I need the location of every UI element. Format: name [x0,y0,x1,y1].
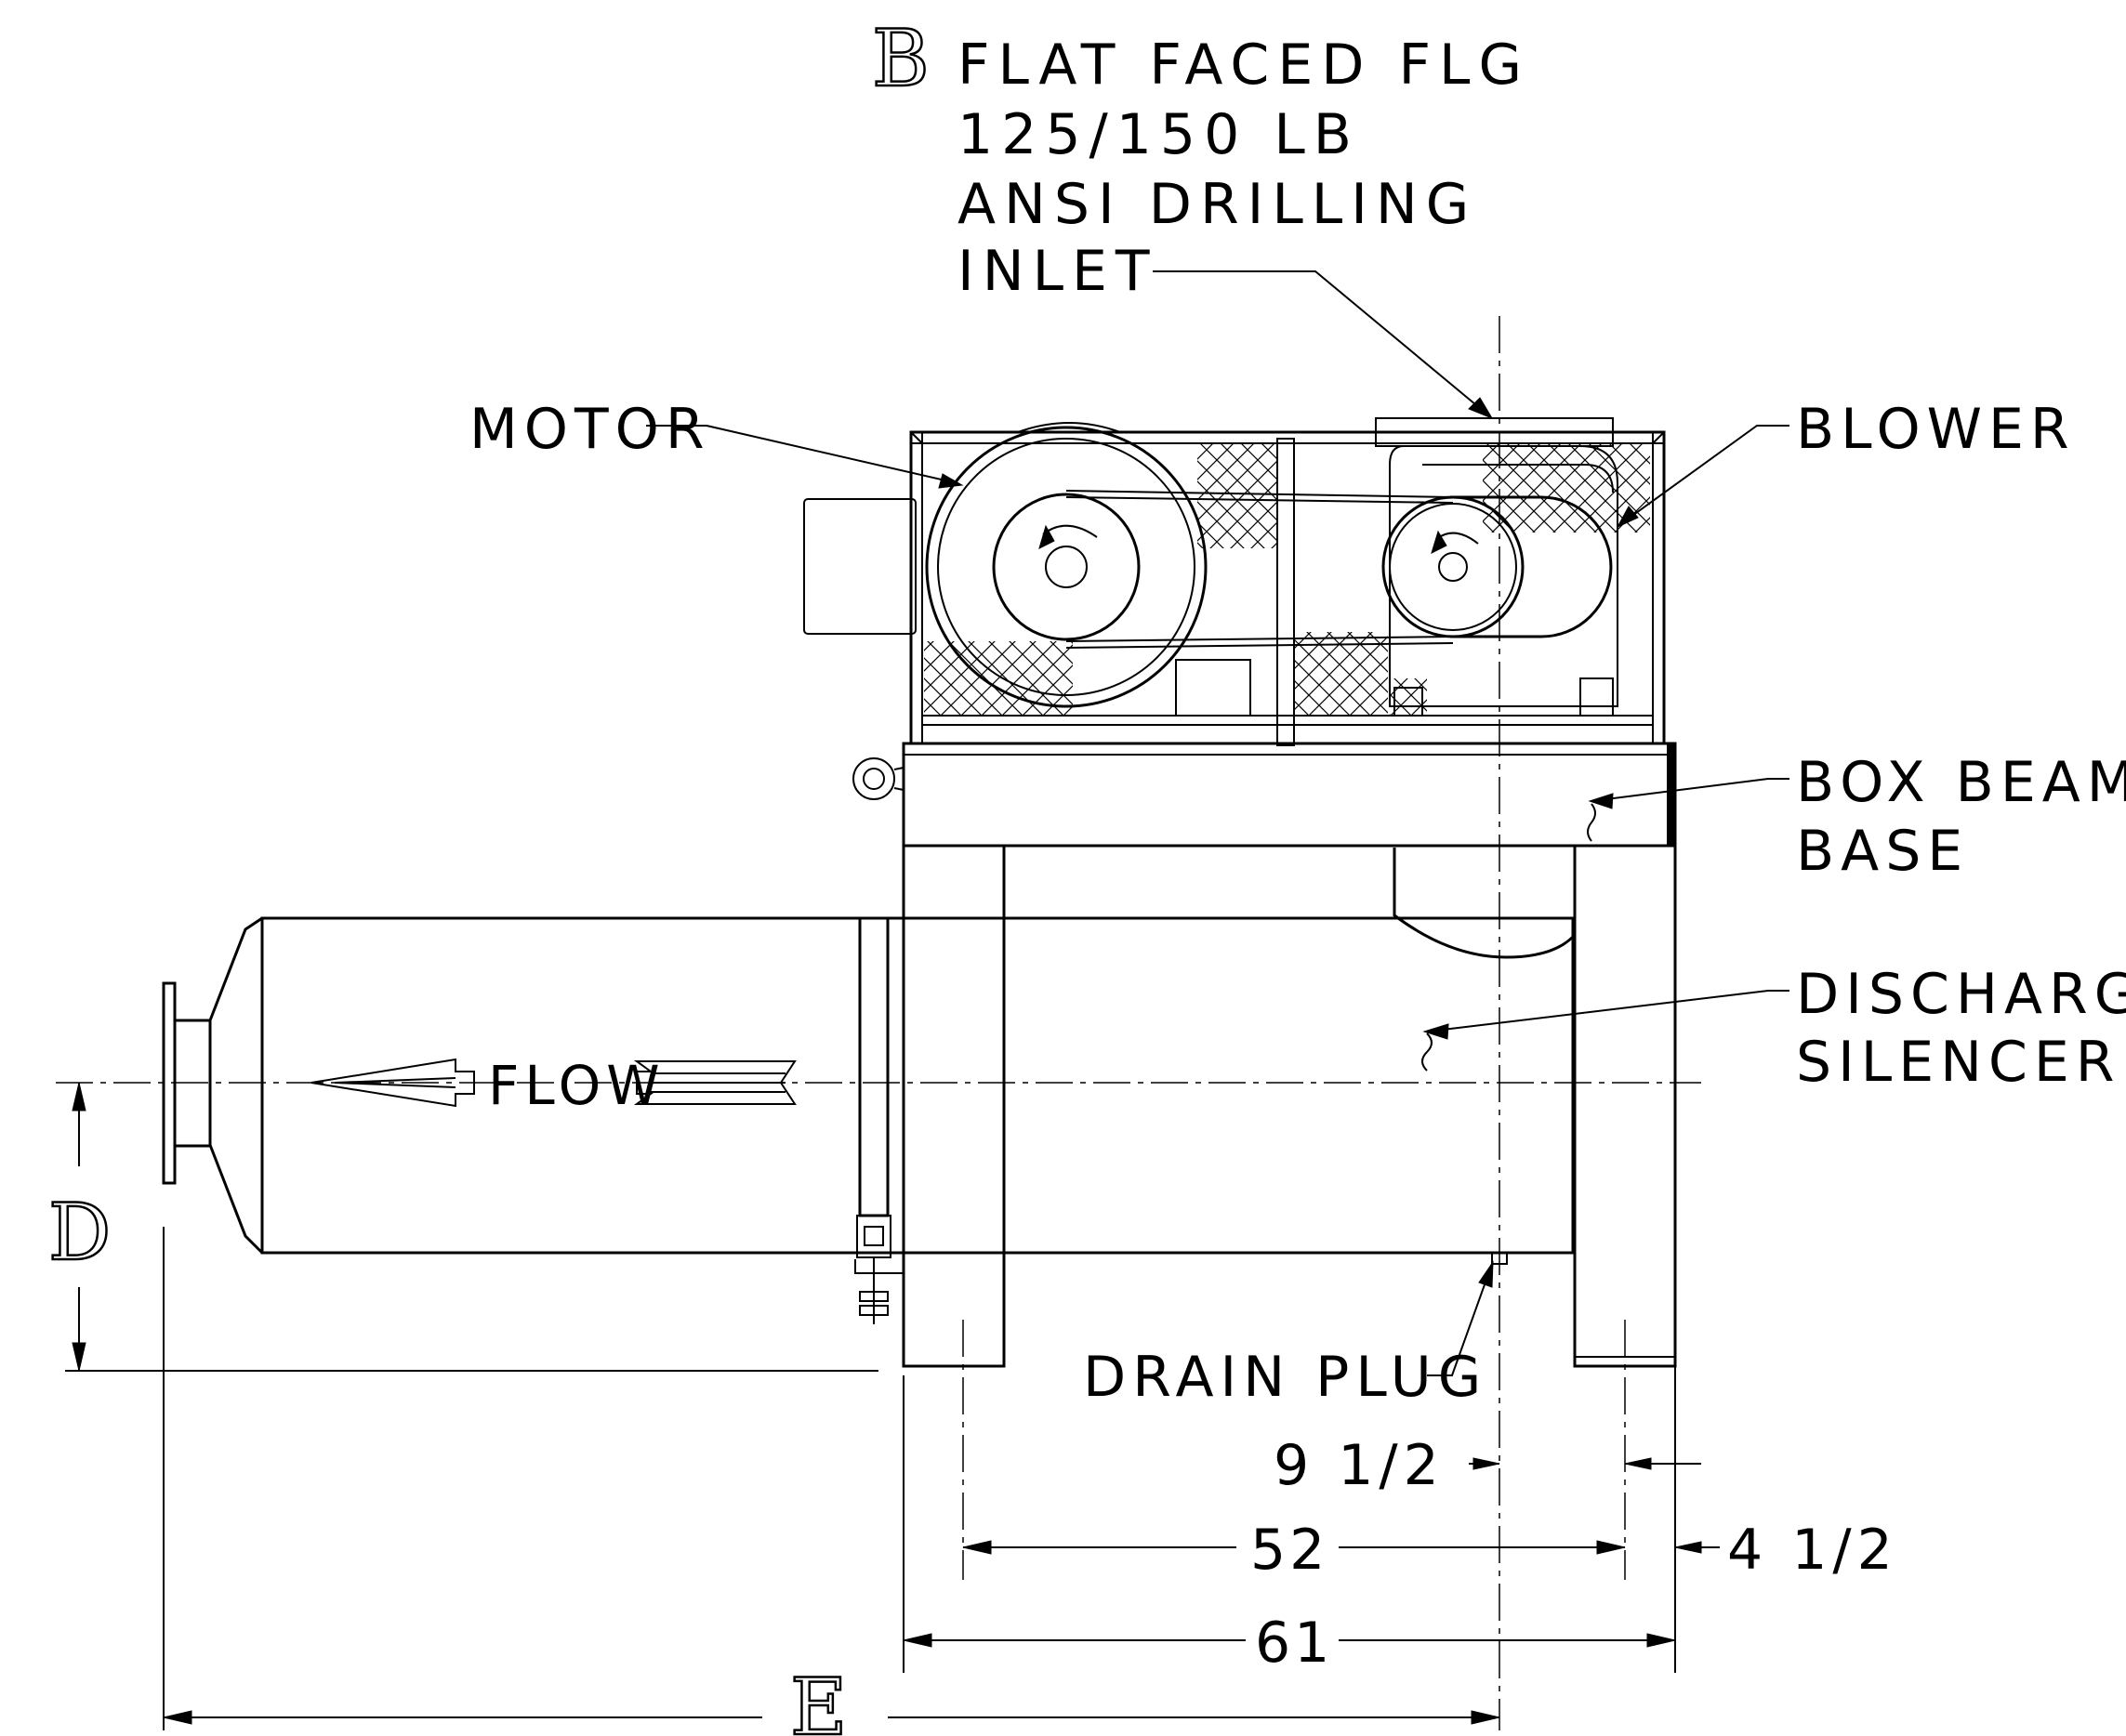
inlet-callout-line-3: ANSI DRILLING [957,172,1477,237]
box-beam-base [852,742,1677,848]
dimension-61: 61 [1255,1611,1333,1676]
dimension-e-letter: E [790,1662,847,1736]
guard-screen-hatching [924,444,1650,716]
motor-label: MOTOR [469,397,711,462]
dimension-9-5: 9 1/2 [1274,1433,1445,1498]
silencer-label-line-1: DISCHARGE [1796,962,2126,1027]
flow-arrow-left [310,1058,475,1108]
dimension-52: 52 [1250,1518,1328,1583]
leader-lines [646,270,1789,1376]
discharge-silencer [162,848,1575,1324]
inlet-callout-line-4: INLET [957,239,1158,304]
drain-plug-label: DRAIN PLUG [1083,1345,1487,1410]
flow-arrow-right [633,1060,797,1105]
drain-plug [1491,1252,1508,1265]
dimension-lines [65,1082,1720,1730]
inlet-letter-b: B [872,13,930,104]
dimension-4-5: 4 1/2 [1727,1518,1898,1583]
blower-housing [1375,417,1618,717]
blower-label: BLOWER [1796,397,2076,462]
box-beam-label-line-2: BASE [1796,819,1969,884]
box-beam-label-line-1: BOX BEAM [1796,750,2126,815]
silencer-label-line-2: SILENCER [1796,1030,2121,1095]
inlet-callout-line-1: FLAT FACED FLG [957,33,1530,98]
flow-label: FLOW [488,1054,666,1117]
dimension-d-letter: D [48,1187,111,1278]
v-belts [1065,490,1454,649]
motor-sheave [925,426,1208,708]
inlet-callout-line-2: 125/150 LB [957,102,1360,167]
motor-body [803,422,1251,717]
support-legs [902,844,1677,1368]
